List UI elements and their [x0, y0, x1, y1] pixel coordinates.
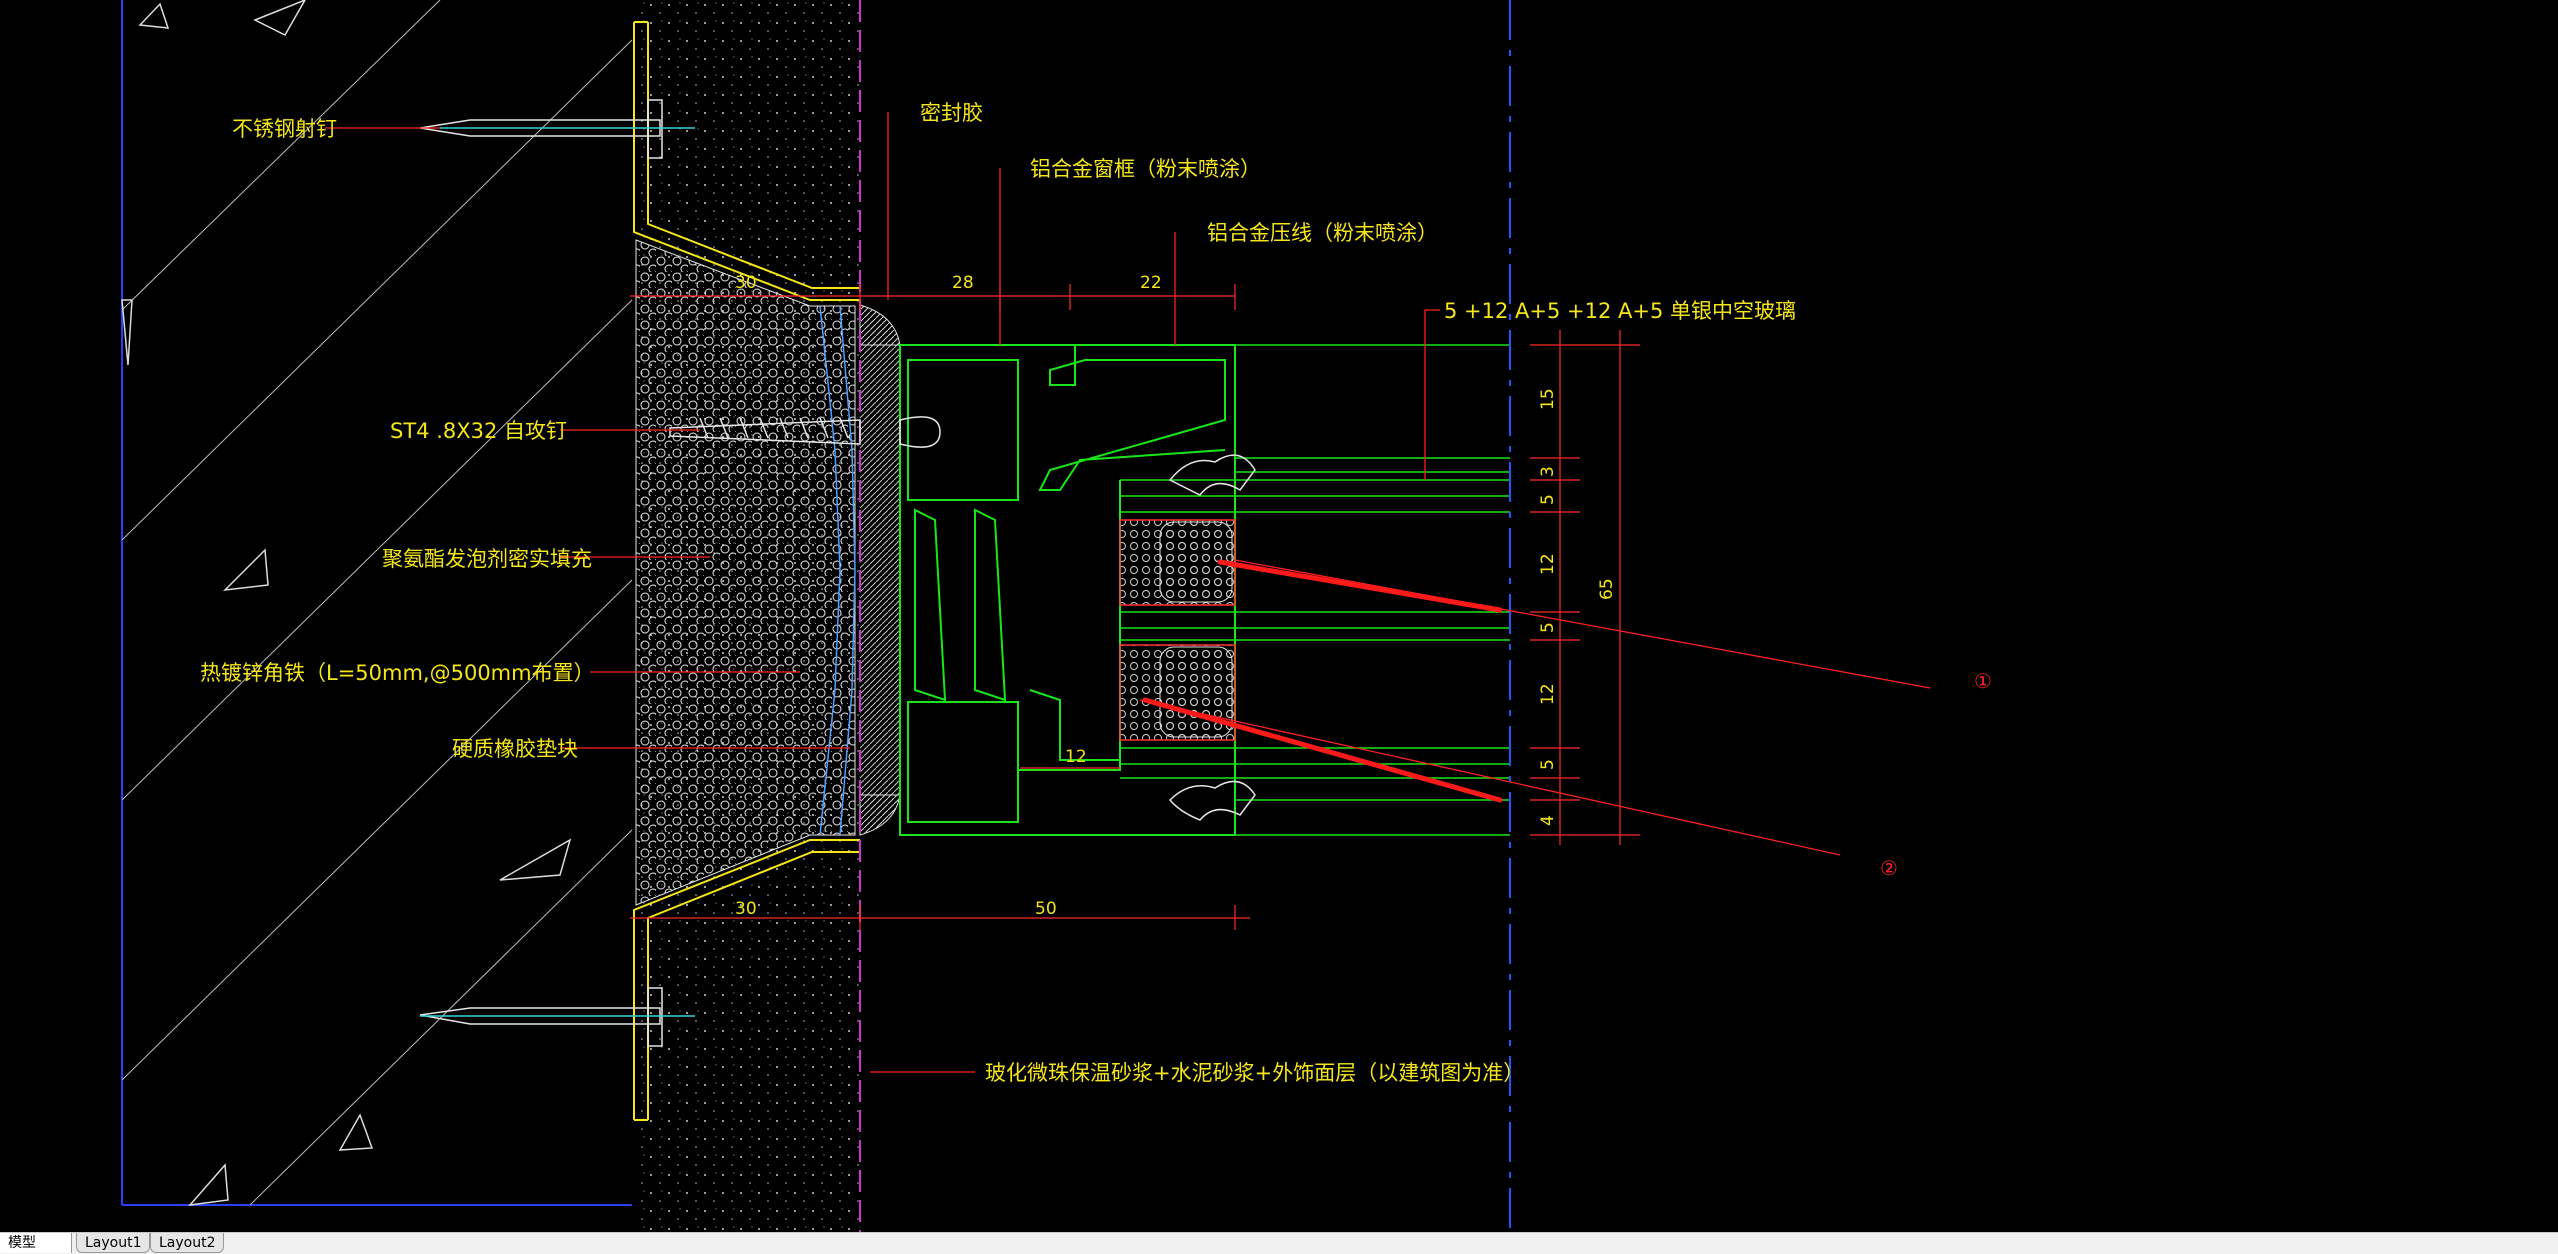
dim-right-5c: 5 — [1538, 759, 1558, 770]
marker-2: ② — [1880, 856, 1898, 880]
rubber-gasket — [1168, 454, 1256, 821]
rubber-shim — [819, 305, 856, 836]
dim-top-30: 30 — [735, 273, 757, 293]
dim-right-65: 65 — [1597, 578, 1617, 600]
marker-1: ① — [1974, 669, 1992, 693]
label-screw: ST4 .8X32 自攻钉 — [390, 419, 567, 443]
dim-right-3: 3 — [1538, 466, 1558, 477]
red-annotation-arrows — [1142, 559, 1503, 803]
label-foam: 聚氨酯发泡剂密实填充 — [382, 547, 592, 571]
label-angle-iron: 热镀锌角铁（L=50mm,@500mm布置） — [200, 661, 595, 685]
nail-centerline — [420, 127, 695, 1017]
screw — [669, 416, 941, 448]
dim-bottom-30: 30 — [735, 899, 757, 919]
dim-top-28: 28 — [952, 273, 974, 293]
dim-top-22: 22 — [1140, 273, 1162, 293]
label-pressure-line: 铝合金压线（粉末喷涂） — [1207, 221, 1438, 245]
label-rubber-block: 硬质橡胶垫块 — [452, 737, 578, 761]
dim-right-5a: 5 — [1538, 494, 1558, 505]
glass-panes — [1120, 344, 1510, 836]
dim-inner-12: 12 — [1065, 747, 1087, 767]
dimension-lines — [630, 284, 1640, 930]
label-mortar: 玻化微珠保温砂浆+水泥砂浆+外饰面层（以建筑图为准） — [985, 1061, 1524, 1085]
concrete-wall — [121, 0, 633, 1207]
foam-fill — [635, 239, 856, 906]
leader-lines — [325, 112, 1931, 1073]
sealant — [859, 304, 901, 836]
dim-right-5b: 5 — [1538, 622, 1558, 633]
glass-spacer — [1119, 519, 1236, 741]
tab-model[interactable]: 模型 — [0, 1233, 72, 1253]
dim-right-12a: 12 — [1538, 553, 1558, 575]
label-stainless-nail: 不锈钢射钉 — [232, 117, 337, 141]
layout-tab-bar: 模型 Layout1 Layout2 — [0, 1232, 2558, 1254]
label-glass: 5 +12 A+5 +12 A+5 单银中空玻璃 — [1444, 299, 1796, 323]
label-sealant: 密封胶 — [920, 101, 983, 125]
label-window-frame: 铝合金窗框（粉末喷涂） — [1030, 157, 1261, 181]
tab-layout1[interactable]: Layout1 — [76, 1233, 150, 1253]
dim-right-12b: 12 — [1538, 683, 1558, 705]
dim-right-4: 4 — [1538, 815, 1558, 826]
dim-right-15: 15 — [1538, 388, 1558, 410]
dim-bottom-50: 50 — [1035, 899, 1057, 919]
tab-layout2[interactable]: Layout2 — [150, 1233, 224, 1253]
